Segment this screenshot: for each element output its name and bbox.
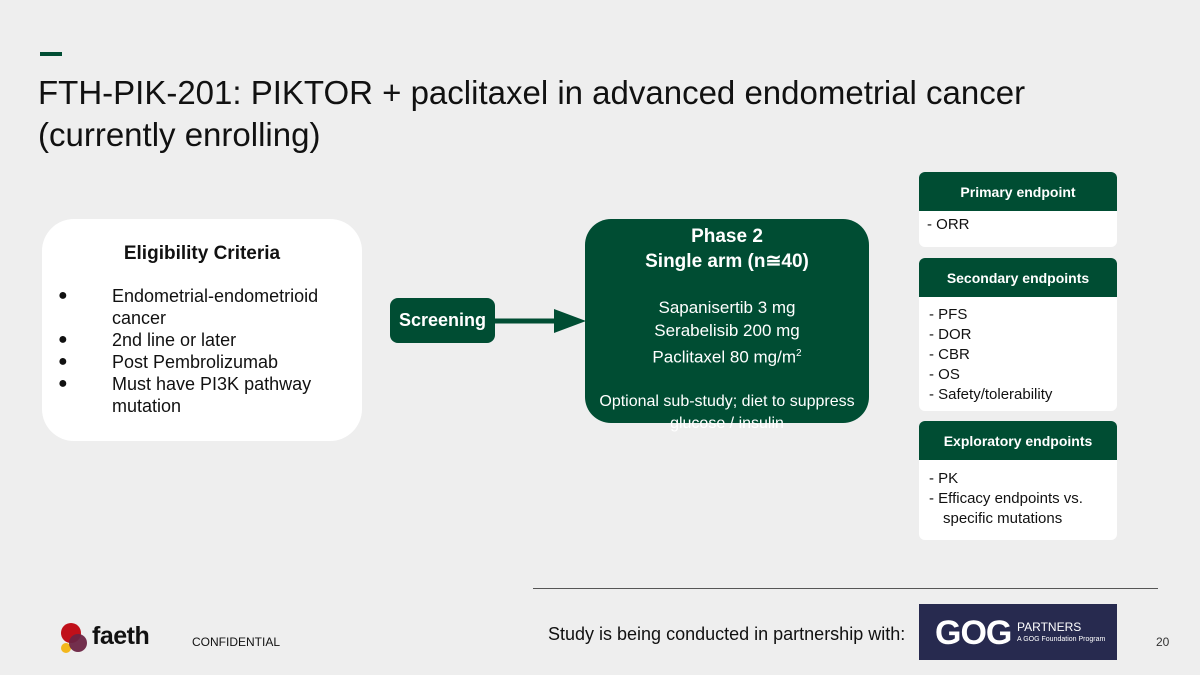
title-accent-bar <box>40 52 62 56</box>
endpoint-item: DOR <box>938 326 972 343</box>
eligibility-item: Must have PI3K pathway mutation <box>58 373 362 417</box>
exploratory-endpoints-header: Exploratory endpoints <box>919 421 1117 461</box>
endpoint-item: Efficacy endpoints vs. specific mutation… <box>938 490 1083 527</box>
divider <box>533 588 1158 589</box>
primary-endpoint-header: Primary endpoint <box>919 172 1117 212</box>
page-number: 20 <box>1156 635 1170 649</box>
exploratory-endpoints-body: - PK - Efficacy endpoints vs. specific m… <box>919 460 1117 540</box>
eligibility-card: Eligibility Criteria Endometrial-endomet… <box>42 219 362 441</box>
eligibility-item: Post Pembrolizumab <box>58 351 362 373</box>
phase-2-box: Phase 2 Single arm (n≅40) Sapanisertib 3… <box>585 219 869 432</box>
page-title: FTH-PIK-201: PIKTOR + paclitaxel in adva… <box>38 74 1026 153</box>
eligibility-heading: Eligibility Criteria <box>123 243 281 264</box>
partnership-text: Study is being conducted in partnership … <box>548 624 906 644</box>
confidential-label: CONFIDENTIAL <box>192 635 281 649</box>
screening-box: Screening <box>390 298 495 343</box>
endpoint-item: CBR <box>938 346 970 363</box>
secondary-endpoints-header: Secondary endpoints <box>919 258 1117 298</box>
gog-tagline: A GOG Foundation Program <box>1017 636 1106 643</box>
faeth-logo-text: faeth <box>92 622 150 650</box>
superscript: 2 <box>796 348 802 359</box>
endpoint-item: OS <box>938 366 960 383</box>
faeth-logo-icon <box>61 623 87 653</box>
eligibility-item: Endometrial-endometrioid cancer <box>58 285 362 329</box>
optional-substudy: Optional sub-study; diet to suppress glu… <box>599 392 855 432</box>
endpoint-item: PK <box>938 470 959 487</box>
eligibility-item: 2nd line or later <box>58 329 362 351</box>
secondary-endpoints-body: - PFS - DOR - CBR - OS - Safety/tolerabi… <box>919 297 1117 411</box>
drug: Serabelisib 200 mg <box>654 321 800 340</box>
drug: Paclitaxel 80 mg/m <box>652 347 797 367</box>
gog-partners-text: PARTNERS <box>1017 620 1082 634</box>
drug: Sapanisertib 3 mg <box>658 298 796 317</box>
arm-label: Single arm (n≅40) <box>645 251 809 272</box>
endpoint-item: Safety/tolerability <box>938 386 1053 403</box>
primary-endpoint-body: - ORR <box>919 211 1117 247</box>
arrow-icon <box>494 309 586 333</box>
gog-partners-logo: GOG PARTNERS A GOG Foundation Program <box>919 604 1117 660</box>
gog-logo-text: GOG <box>935 614 1012 652</box>
phase-label: Phase 2 <box>691 226 763 247</box>
endpoint-item: PFS <box>938 306 968 323</box>
endpoint-item: - ORR <box>927 216 970 233</box>
